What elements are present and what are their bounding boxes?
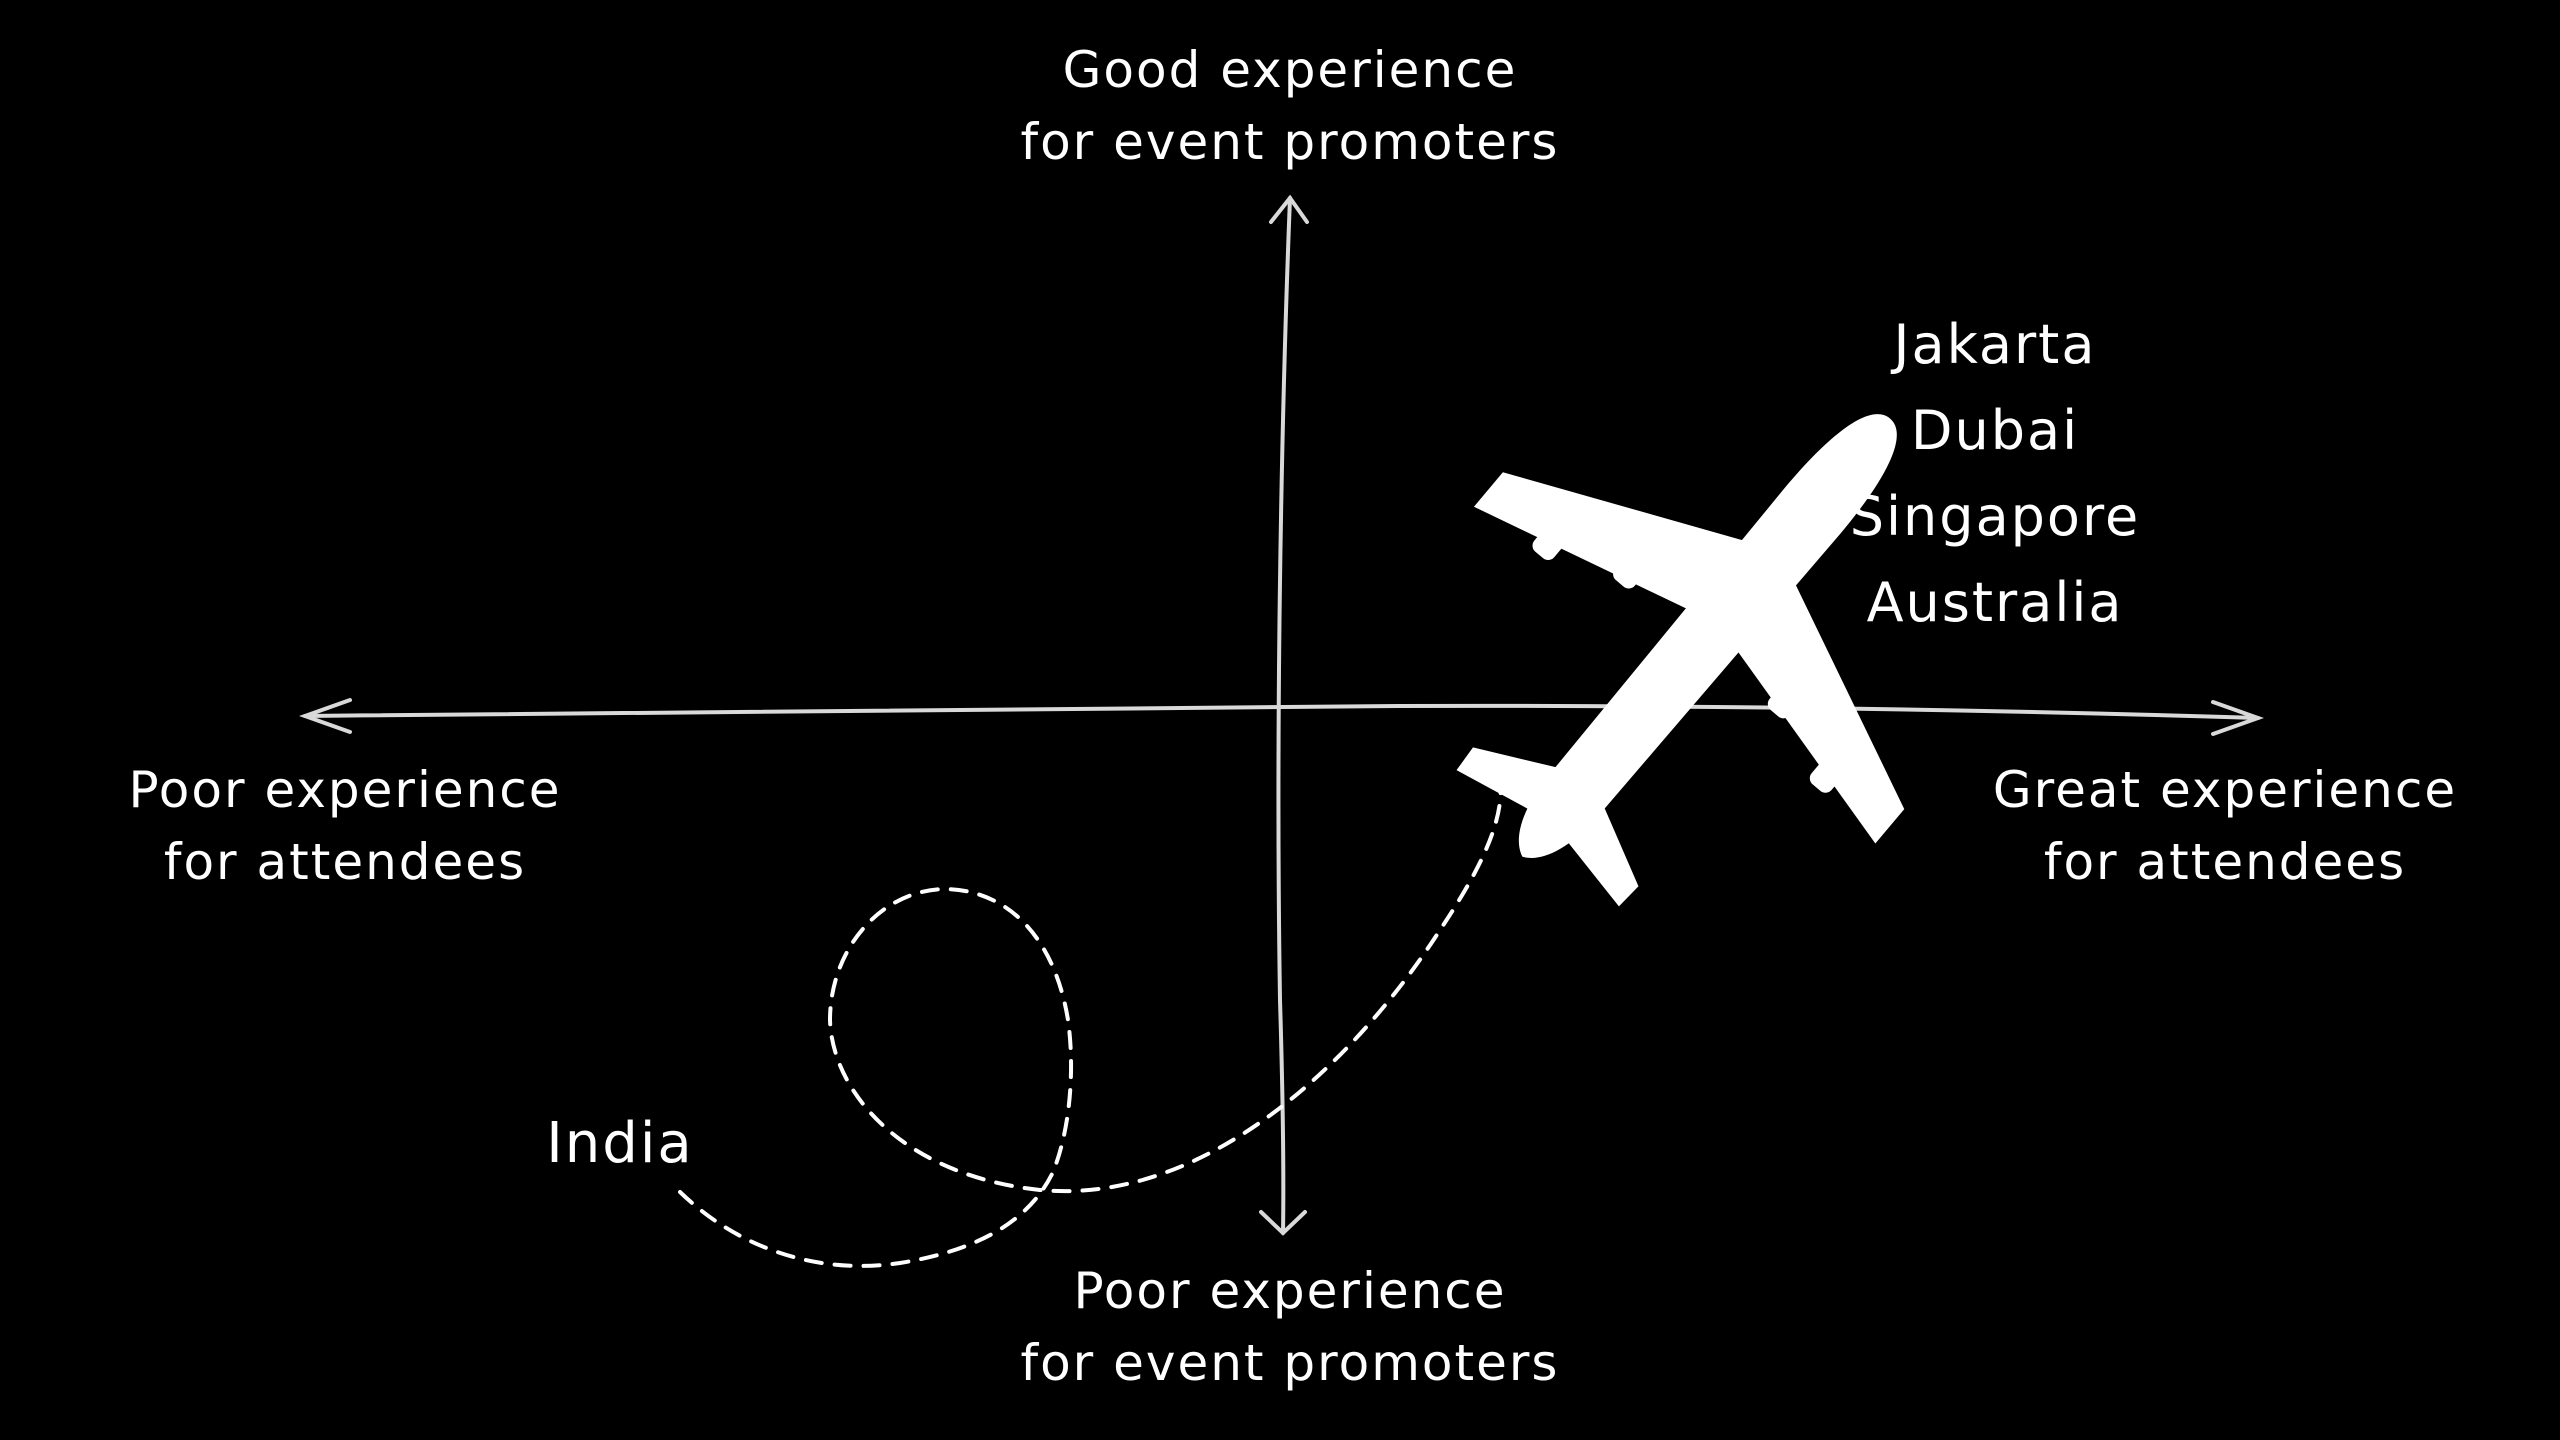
horizontal-axis-line xyxy=(303,703,2260,720)
left-axis-label-line2: for attendees xyxy=(163,833,527,891)
horizontal-axis xyxy=(299,698,2264,736)
bottom-arrowhead xyxy=(1259,1210,1307,1236)
airplane-icon xyxy=(1456,414,1905,907)
top-axis-label: Good experience for event promoters xyxy=(960,34,1620,178)
bottom-axis-label: Poor experience for event promoters xyxy=(960,1255,1620,1399)
origin-india: India xyxy=(546,1111,694,1176)
vertical-axis xyxy=(1259,194,1309,1236)
destination-dubai: Dubai xyxy=(1910,399,2080,462)
right-arrowhead xyxy=(2211,700,2264,736)
right-axis-label-line1: Great experience xyxy=(1992,761,2458,819)
flight-path xyxy=(678,778,1503,1268)
bottom-axis-label-line1: Poor experience xyxy=(1073,1262,1507,1320)
left-axis-label-line1: Poor experience xyxy=(128,761,562,819)
right-axis-label-line2: for attendees xyxy=(2043,833,2407,891)
left-arrowhead xyxy=(299,698,352,734)
destination-jakarta: Jakarta xyxy=(1893,313,2097,376)
origin-label: India xyxy=(500,1108,740,1180)
destination-list: Jakarta Dubai Singapore Australia xyxy=(1820,302,2170,646)
top-arrowhead xyxy=(1269,194,1309,224)
left-axis-label: Poor experience for attendees xyxy=(100,754,590,898)
vertical-axis-line xyxy=(1276,196,1292,1235)
top-axis-label-line2: for event promoters xyxy=(1020,113,1560,171)
top-axis-label-line1: Good experience xyxy=(1062,41,1518,99)
destination-singapore: Singapore xyxy=(1849,485,2141,548)
right-axis-label: Great experience for attendees xyxy=(1960,754,2490,898)
destination-australia: Australia xyxy=(1866,571,2124,634)
bottom-axis-label-line2: for event promoters xyxy=(1020,1334,1560,1392)
